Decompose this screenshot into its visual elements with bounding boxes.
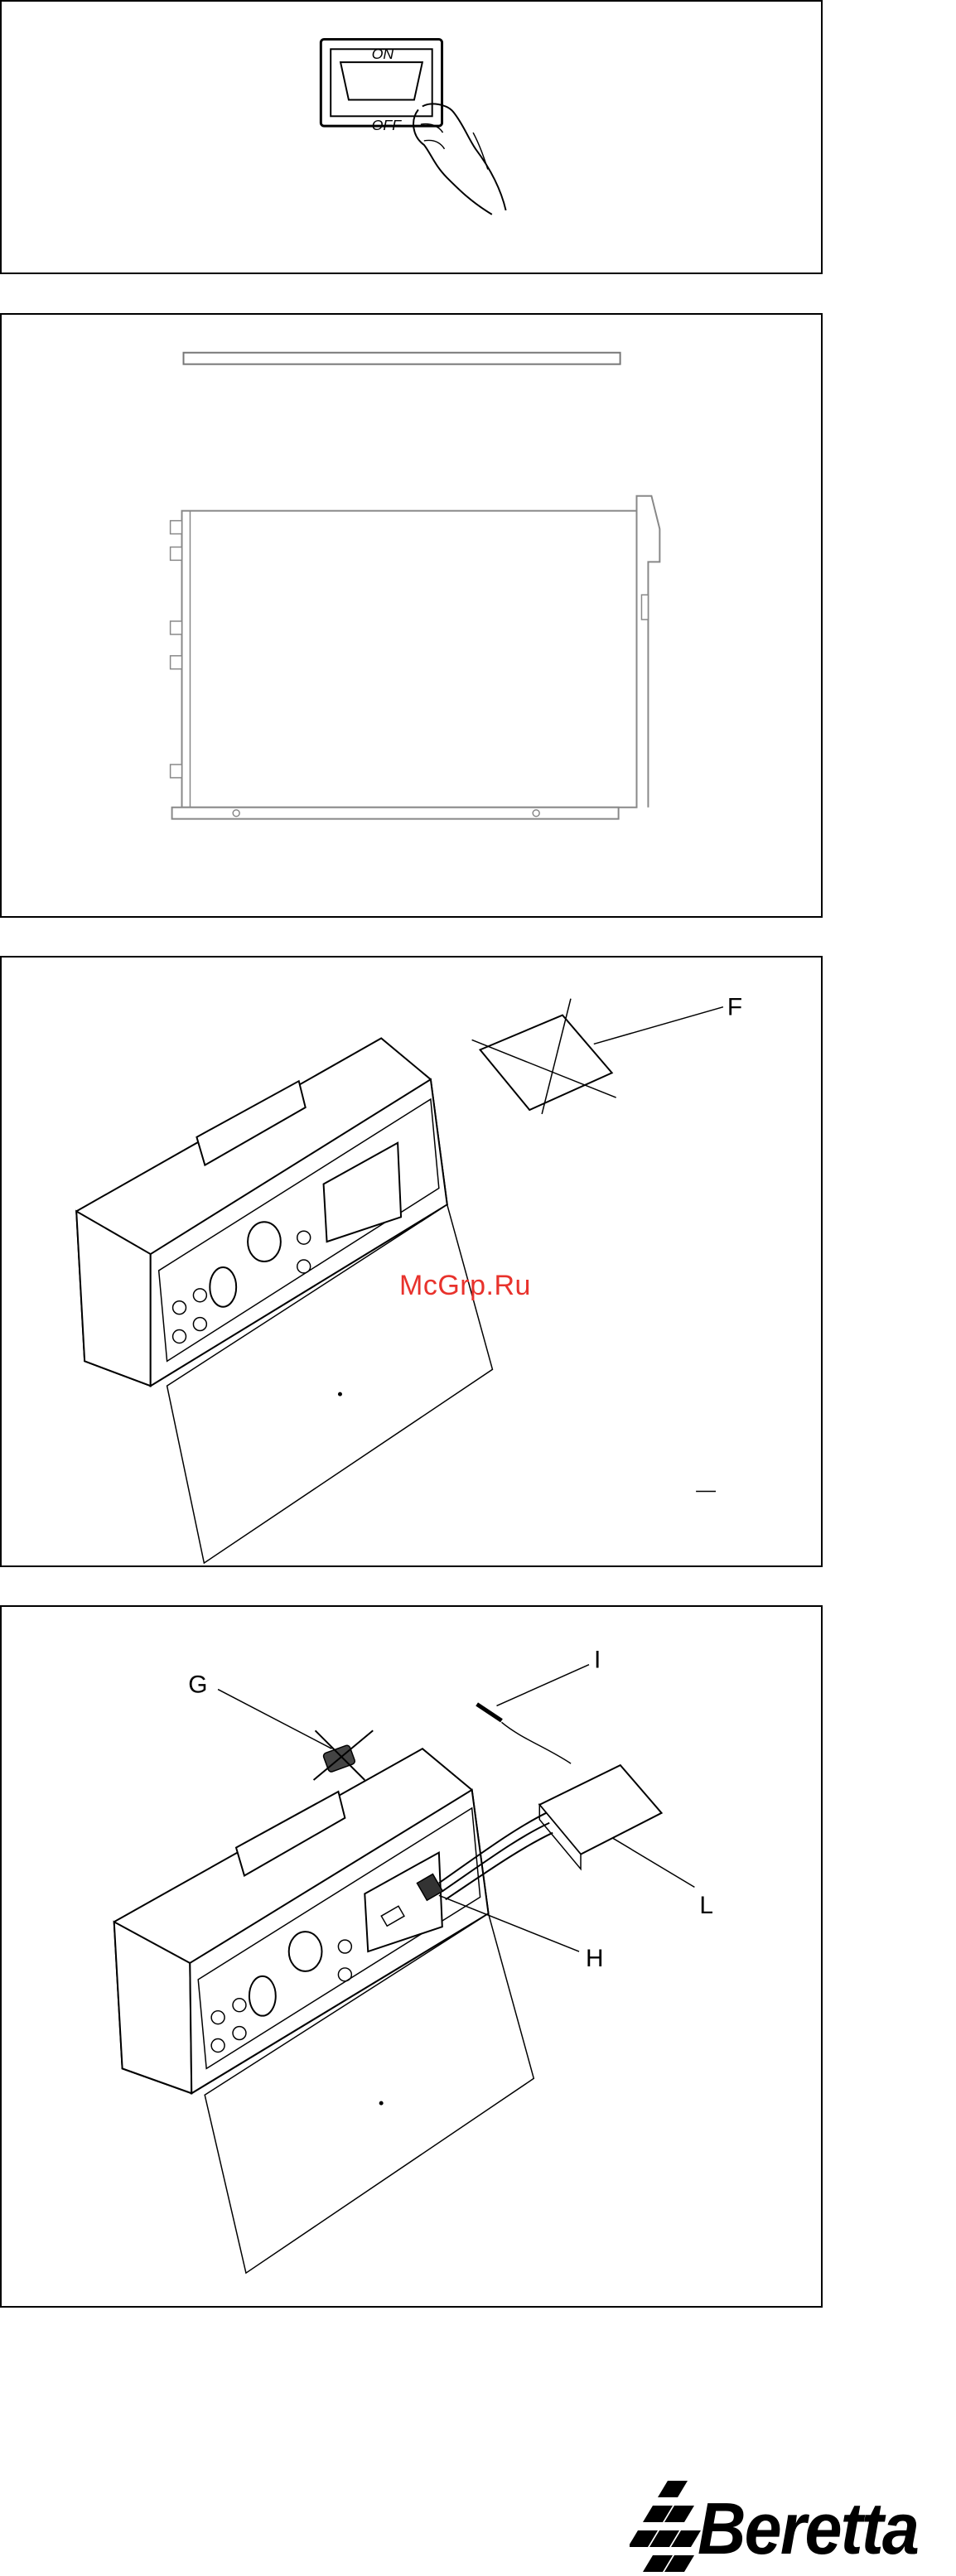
watermark-text: McGrp.Ru (399, 1270, 531, 1302)
switch-off-label: OFF (372, 117, 403, 133)
wiring-illustration: G L I H (2, 1607, 821, 2306)
switch-on-label: ON (372, 46, 394, 62)
boiler-side-illustration (2, 315, 821, 916)
label-i: I (594, 1647, 601, 1674)
label-l: L (699, 1892, 713, 1919)
brand-name: Beretta (698, 2487, 918, 2571)
figure-control-panel-wiring: G L I H (0, 1605, 823, 2308)
label-g: G (188, 1672, 207, 1699)
label-f: F (727, 994, 742, 1021)
figure-control-panel-f: F (0, 956, 823, 1567)
control-panel-illustration: F (2, 958, 821, 1565)
switch-illustration: ON OFF (2, 2, 821, 273)
label-h: H (586, 1945, 604, 1972)
figure-switch-panel: ON OFF (0, 0, 823, 274)
figure-boiler-panel (0, 313, 823, 918)
